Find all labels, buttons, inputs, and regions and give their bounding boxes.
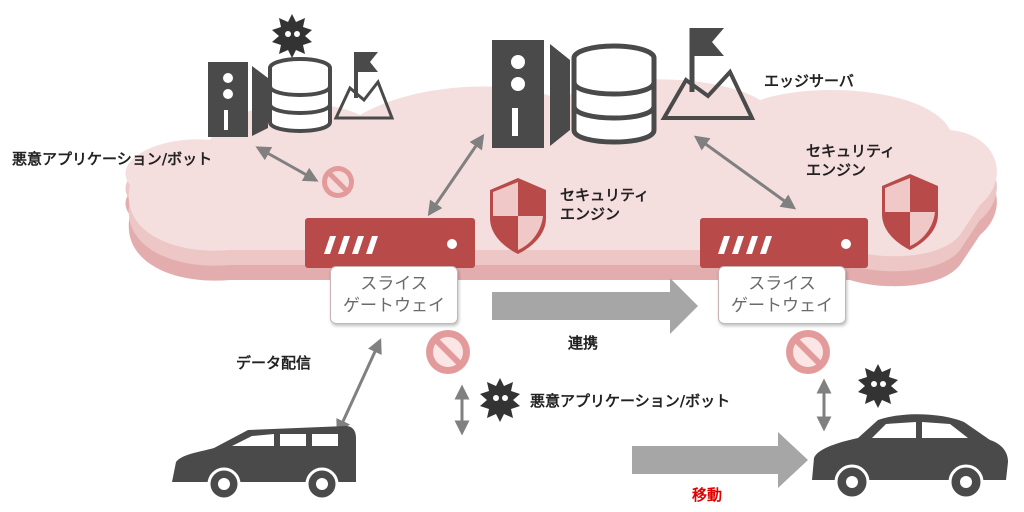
slice-gateway-box-left: スライス ゲートウェイ <box>330 266 458 324</box>
malware-bug-icon-bottom <box>480 378 520 422</box>
cooperation-arrow <box>492 278 698 334</box>
flag-chart-icon-center <box>660 28 756 120</box>
movement-label: 移動 <box>692 486 723 504</box>
flag-chart-icon-left <box>333 52 395 120</box>
movement-arrow <box>632 432 808 488</box>
data-delivery-label: データ配信 <box>236 354 312 372</box>
gateway-appliance-right <box>700 218 868 268</box>
database-icon-center <box>571 43 657 145</box>
server-icon-left <box>208 62 268 137</box>
block-sign-icon-right-gw <box>786 330 830 374</box>
malware-bug-icon-car <box>858 364 898 408</box>
cooperation-label: 連携 <box>568 334 599 352</box>
malicious-app-label-bottom: 悪意アプリケーション/ボット <box>530 392 731 410</box>
malicious-app-label-left: 悪意アプリケーション/ボット <box>12 150 213 168</box>
malware-bug-icon-top <box>272 14 312 58</box>
connector-arrows <box>255 133 832 436</box>
server-icon-center <box>492 40 570 148</box>
database-icon-left <box>268 57 332 133</box>
edge-server-label: エッジサーバ <box>764 72 854 90</box>
shield-icon-right <box>882 174 938 250</box>
security-engine-label-right: セキュリティ エンジン <box>806 142 896 179</box>
block-sign-icon-cloud <box>322 166 354 198</box>
block-sign-icon-left-gw <box>426 330 470 374</box>
shield-icon-left <box>490 178 546 254</box>
car-icon-left <box>172 426 356 501</box>
security-engine-label-left: セキュリティ エンジン <box>560 186 650 223</box>
gateway-appliance-left <box>305 218 475 268</box>
slice-gateway-box-right: スライス ゲートウェイ <box>718 266 846 324</box>
car-icon-right <box>812 414 1008 500</box>
